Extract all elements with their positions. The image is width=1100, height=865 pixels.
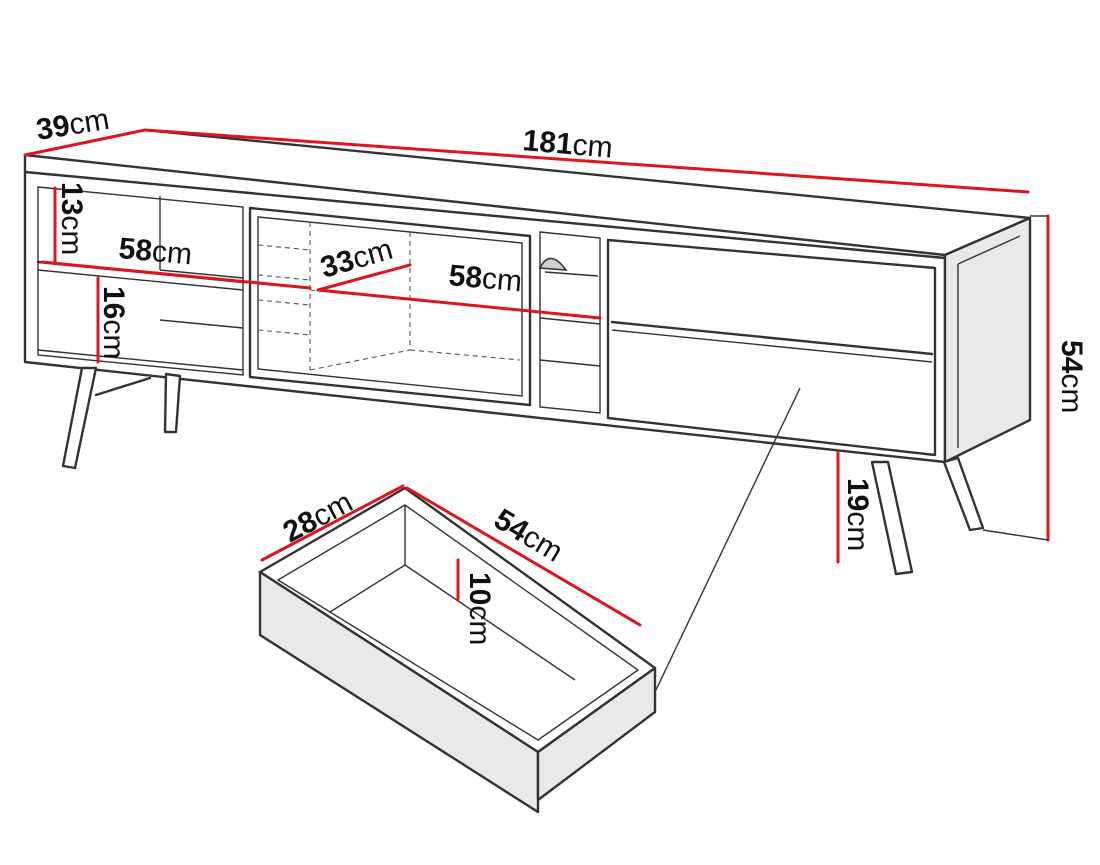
label-lower-gap: 16cm [97, 286, 130, 359]
label-upper-gap: 13cm [55, 182, 88, 255]
leg-front-left [61, 366, 98, 470]
drawer-front [258, 570, 540, 814]
leg-front-right [870, 460, 914, 576]
dim-line-shelf-center [316, 288, 602, 320]
dim-line-drawer-length [405, 486, 642, 627]
dim-line-drawer-depth [260, 484, 405, 562]
dim-line-width [143, 128, 1030, 194]
label-leg-height: 19cm [841, 478, 874, 551]
tv-stand [23, 128, 1032, 693]
legs [61, 366, 985, 576]
leg-back-left [163, 372, 182, 434]
right-compartment [539, 231, 601, 414]
drawer-callout-line [654, 387, 801, 693]
glass-door[interactable] [248, 206, 532, 407]
cabinet-side [943, 216, 1032, 464]
label-width: 181cm [521, 124, 614, 165]
right-door[interactable] [606, 238, 937, 457]
dim-line-depth [23, 128, 147, 157]
dim-line-shelf-left [40, 260, 312, 290]
drawer-detail [258, 486, 657, 814]
dimension-lines [23, 128, 1050, 627]
label-drawer-height: 10cm [463, 572, 496, 645]
label-shelf-left: 58cm [117, 232, 193, 271]
label-depth: 39cm [34, 103, 112, 147]
dim-line-shelf-depth [316, 263, 412, 292]
label-shelf-center: 58cm [447, 259, 523, 298]
leg-back-right [942, 456, 985, 532]
drawer-front-line [610, 320, 934, 356]
door-handle-cutout [538, 257, 568, 271]
left-compartment [37, 186, 244, 376]
drawer-side [536, 666, 657, 802]
label-height: 54cm [1055, 340, 1088, 413]
